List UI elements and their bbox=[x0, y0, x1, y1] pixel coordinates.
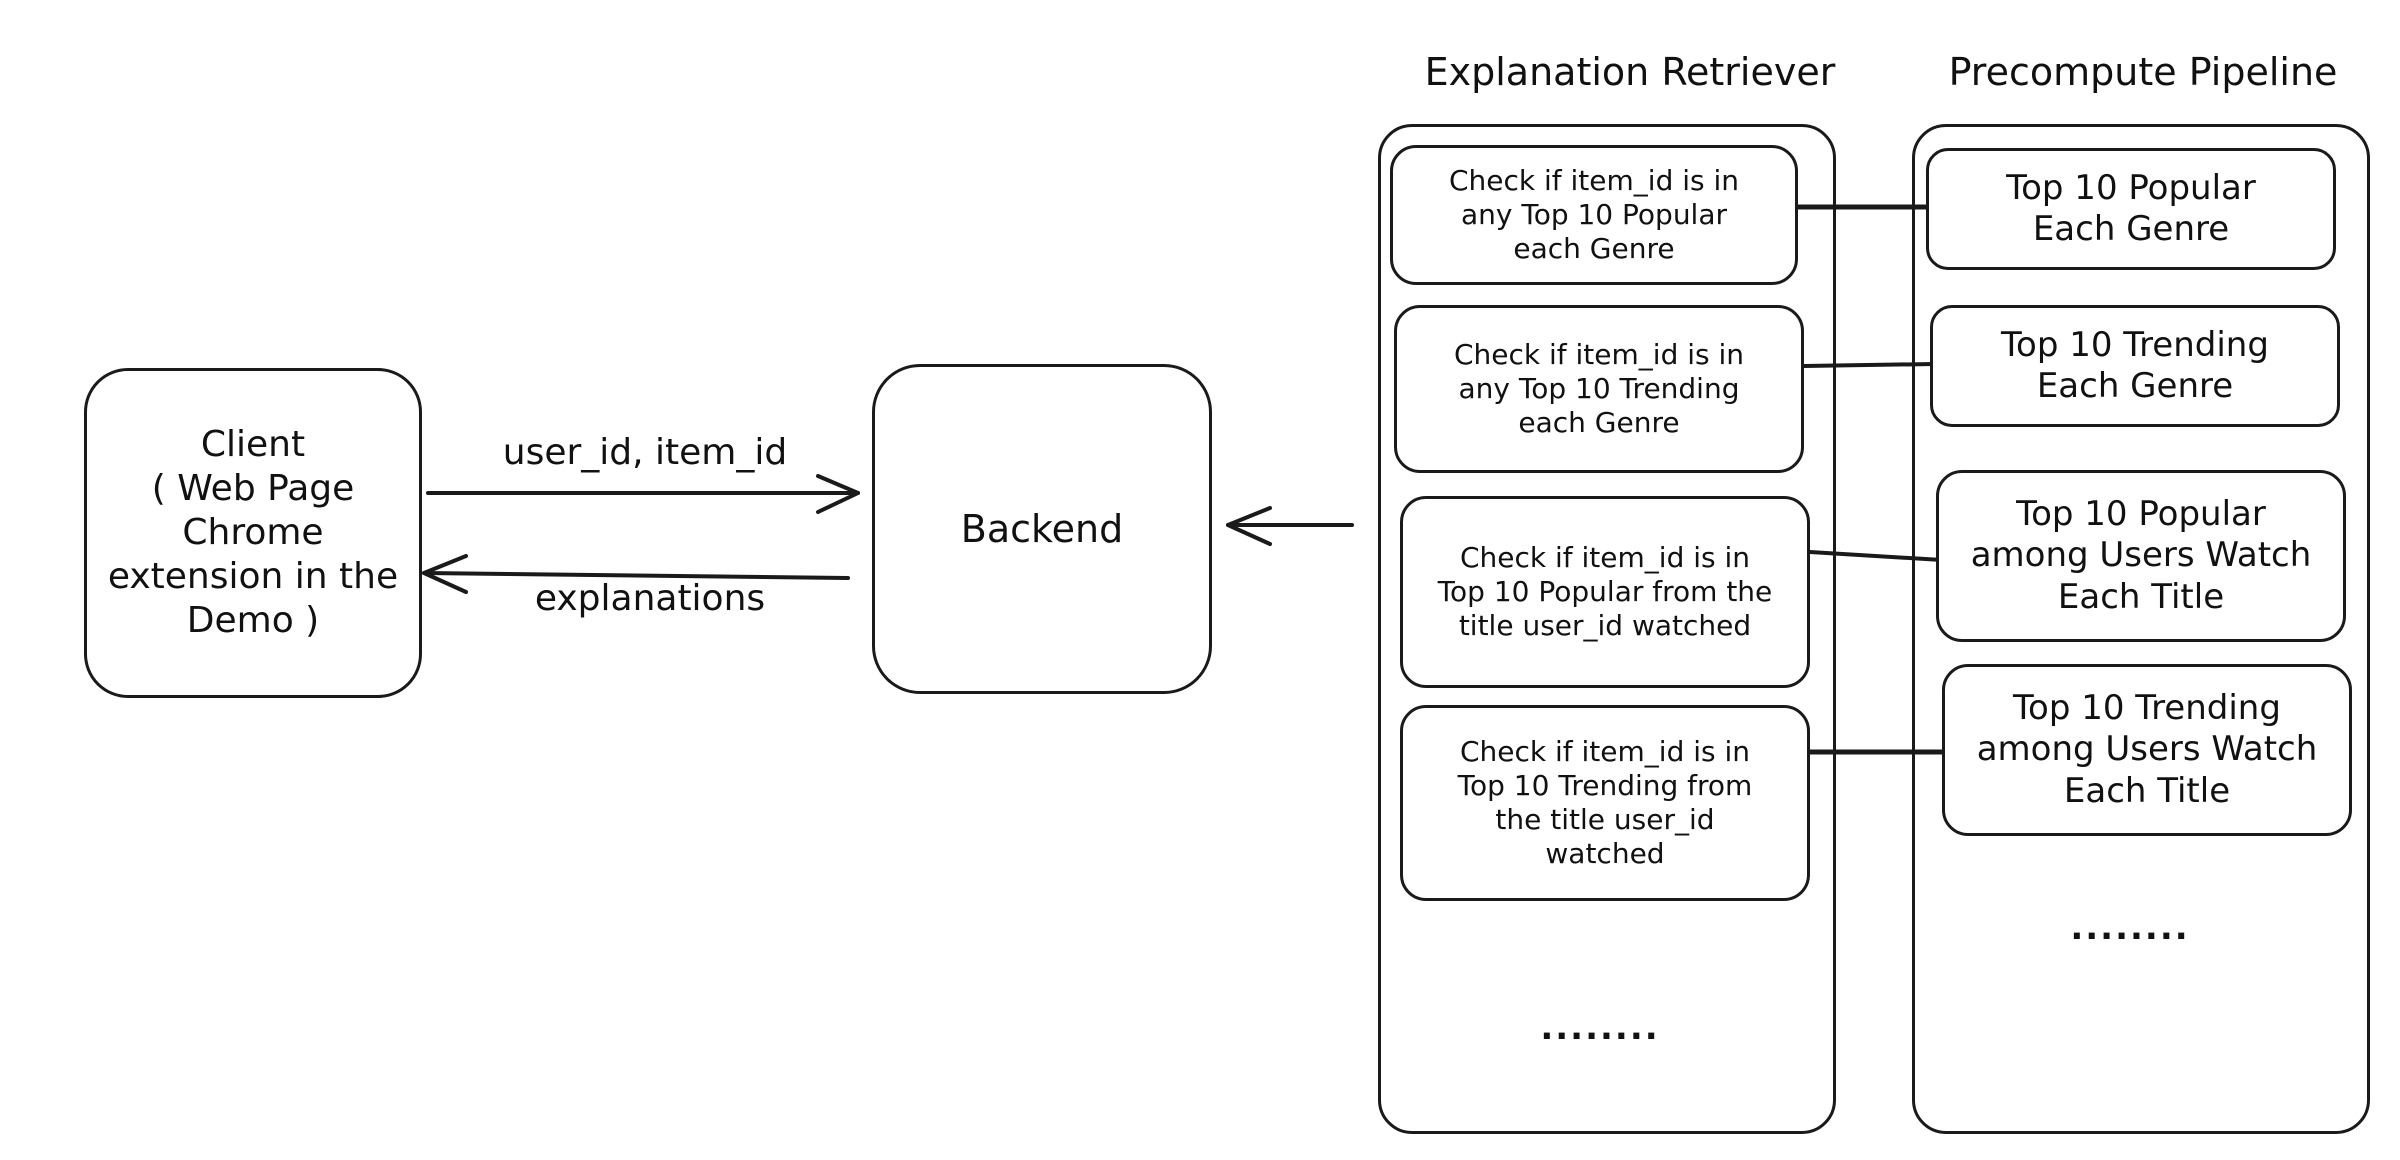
check-popular-genre: Check if item_id is in any Top 10 Popula… bbox=[1390, 145, 1798, 285]
response-arrowhead bbox=[422, 554, 468, 594]
backend-box: Backend bbox=[872, 364, 1212, 694]
retriever-column bbox=[1378, 124, 1836, 1134]
request-arrowhead bbox=[816, 474, 860, 514]
retriever-more: ........ bbox=[1540, 1008, 1660, 1048]
client-label: Client ( Web Page Chrome extension in th… bbox=[107, 424, 399, 641]
list-popular-genre: Top 10 Popular Each Genre bbox=[1926, 148, 2336, 270]
list-popular-title: Top 10 Popular among Users Watch Each Ti… bbox=[1936, 470, 2346, 642]
client-box: Client ( Web Page Chrome extension in th… bbox=[84, 368, 422, 698]
check-trending-title: Check if item_id is in Top 10 Trending f… bbox=[1400, 705, 1810, 901]
response-arrow-line bbox=[422, 571, 850, 580]
pipeline-title: Precompute Pipeline bbox=[1948, 50, 2338, 94]
retriever-title: Explanation Retriever bbox=[1424, 50, 1836, 94]
check-trending-genre: Check if item_id is in any Top 10 Trendi… bbox=[1394, 305, 1804, 473]
list-trending-genre: Top 10 Trending Each Genre bbox=[1930, 305, 2340, 427]
list-trending-title: Top 10 Trending among Users Watch Each T… bbox=[1942, 664, 2352, 836]
pipeline-more: ........ bbox=[2070, 908, 2190, 948]
check-popular-title: Check if item_id is in Top 10 Popular fr… bbox=[1400, 496, 1810, 688]
request-label: user_id, item_id bbox=[502, 432, 788, 473]
pipeline-column bbox=[1912, 124, 2370, 1134]
link-popular-title bbox=[1808, 550, 1944, 562]
backend-label: Backend bbox=[960, 506, 1124, 551]
response-label: explanations bbox=[534, 578, 766, 619]
retriever-to-backend-arrowhead bbox=[1226, 506, 1272, 546]
